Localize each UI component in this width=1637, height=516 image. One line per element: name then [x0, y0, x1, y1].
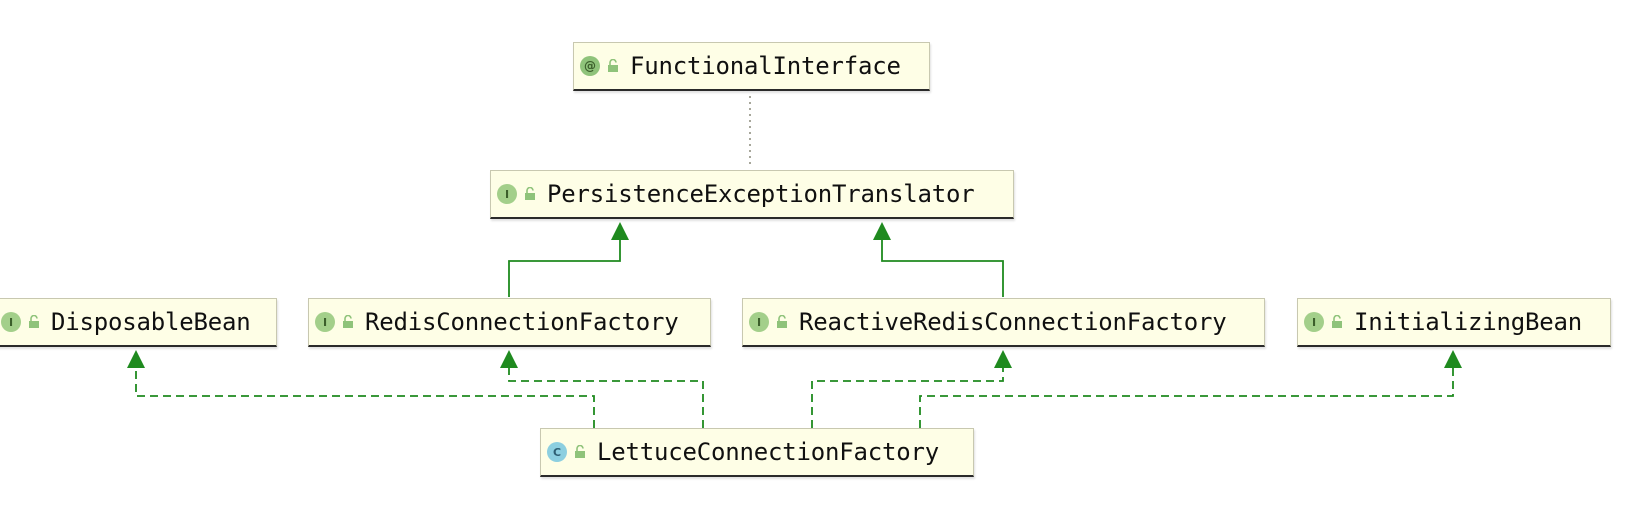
arrowhead-lettuce-to-reactive — [994, 350, 1012, 368]
node-label: RedisConnectionFactory — [365, 308, 679, 336]
node-redis-connection-factory[interactable]: I RedisConnectionFactory — [308, 298, 711, 347]
node-functional-interface[interactable]: @ FunctionalInterface — [573, 42, 930, 91]
unlocked-icon — [525, 187, 535, 200]
annotation-type-icon: @ — [580, 56, 600, 76]
arrowhead-redis-to-pet — [611, 222, 629, 240]
node-label: FunctionalInterface — [630, 52, 901, 80]
edge-lettuce-to-redis — [508, 355, 704, 428]
node-label: PersistenceExceptionTranslator — [547, 180, 975, 208]
interface-icon: I — [1304, 312, 1324, 332]
interface-icon: I — [497, 184, 517, 204]
unlocked-icon — [777, 315, 787, 328]
node-lettuce-connection-factory[interactable]: C LettuceConnectionFactory — [540, 428, 974, 477]
interface-icon: I — [1, 312, 21, 332]
node-initializing-bean[interactable]: I InitializingBean — [1297, 298, 1611, 347]
node-disposable-bean[interactable]: I DisposableBean — [0, 298, 277, 347]
class-icon: C — [547, 442, 567, 462]
edge-lettuce-to-initializing-bean — [919, 355, 1454, 428]
unlocked-icon — [1332, 315, 1342, 328]
edge-redis-to-pet — [508, 226, 621, 297]
edge-reactive-to-pet — [881, 226, 1004, 297]
arrowhead-lettuce-to-initializing-bean — [1444, 350, 1462, 368]
node-reactive-redis-connection-factory[interactable]: I ReactiveRedisConnectionFactory — [742, 298, 1265, 347]
arrowhead-lettuce-to-redis — [500, 350, 518, 368]
unlocked-icon — [343, 315, 353, 328]
edge-lettuce-to-reactive — [811, 355, 1004, 428]
arrowhead-lettuce-to-disposable-bean — [127, 350, 145, 368]
edge-lettuce-to-disposable-bean — [135, 355, 595, 428]
node-persistence-exception-translator[interactable]: I PersistenceExceptionTranslator — [490, 170, 1014, 219]
node-label: LettuceConnectionFactory — [597, 438, 939, 466]
node-label: ReactiveRedisConnectionFactory — [799, 308, 1227, 336]
unlocked-icon — [608, 59, 618, 72]
interface-icon: I — [749, 312, 769, 332]
node-label: DisposableBean — [51, 308, 251, 336]
arrowhead-reactive-to-pet — [873, 222, 891, 240]
node-label: InitializingBean — [1354, 308, 1582, 336]
unlocked-icon — [575, 445, 585, 458]
interface-icon: I — [315, 312, 335, 332]
unlocked-icon — [29, 315, 39, 328]
